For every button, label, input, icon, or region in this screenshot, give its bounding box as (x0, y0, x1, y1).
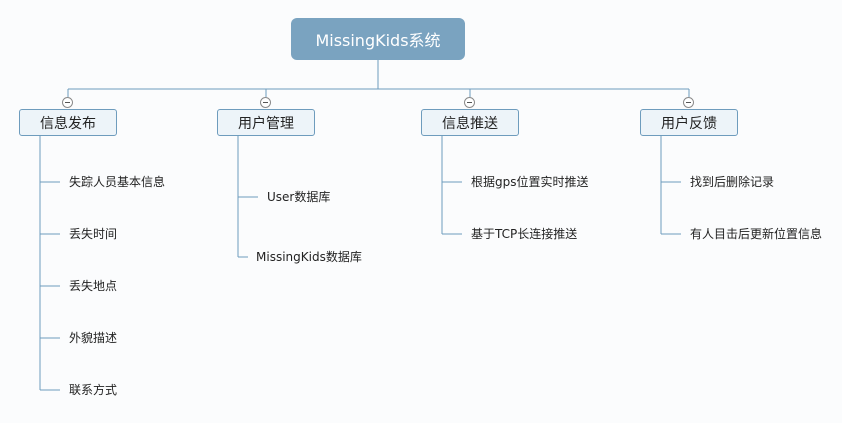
leaf-node[interactable]: 找到后删除记录 (690, 175, 775, 189)
collapse-minus-icon[interactable] (62, 97, 73, 108)
branch-node-label: 用户反馈 (661, 115, 717, 132)
leaf-node[interactable]: 外貌描述 (69, 331, 118, 345)
collapse-minus-icon[interactable] (683, 97, 694, 108)
leaf-node[interactable]: 失踪人员基本信息 (69, 175, 166, 189)
collapse-minus-icon[interactable] (464, 97, 475, 108)
branch-node-user-management[interactable]: 用户管理 (217, 109, 315, 136)
branch-node-user-feedback[interactable]: 用户反馈 (640, 109, 738, 136)
leaf-node[interactable]: 基于TCP长连接推送 (471, 227, 578, 241)
collapse-minus-icon[interactable] (260, 97, 271, 108)
branch-node-label: 信息推送 (442, 115, 498, 132)
leaf-node[interactable]: MissingKids数据库 (256, 250, 362, 264)
branch-node-label: 信息发布 (40, 115, 96, 132)
branch-node-info-publish[interactable]: 信息发布 (19, 109, 117, 136)
leaf-node[interactable]: 根据gps位置实时推送 (471, 175, 589, 189)
leaf-node[interactable]: 有人目击后更新位置信息 (690, 227, 823, 241)
leaf-node[interactable]: 丢失时间 (69, 227, 118, 241)
leaf-node[interactable]: 丢失地点 (69, 279, 118, 293)
leaf-node[interactable]: User数据库 (267, 190, 331, 204)
branch-node-info-push[interactable]: 信息推送 (421, 109, 519, 136)
root-node-label: MissingKids系统 (315, 31, 441, 50)
leaf-node[interactable]: 联系方式 (69, 383, 118, 397)
root-node[interactable]: MissingKids系统 (291, 18, 465, 60)
branch-node-label: 用户管理 (238, 115, 294, 132)
